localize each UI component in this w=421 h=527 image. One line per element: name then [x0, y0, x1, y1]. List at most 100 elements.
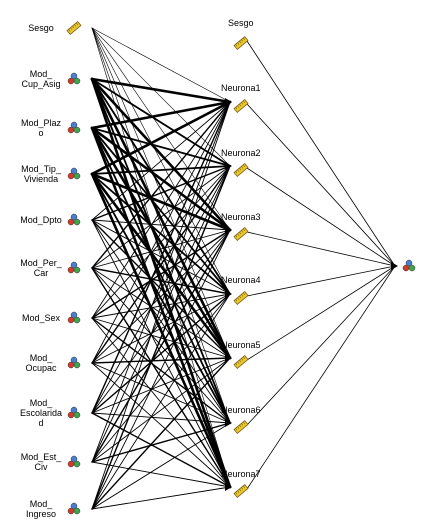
connection-edge	[91, 229, 231, 364]
node-label: Mod_Dpto	[20, 215, 62, 225]
ruler-icon	[233, 291, 249, 305]
node-label: Mod_Tip_ Vivienda	[21, 164, 61, 184]
arrowhead	[391, 262, 398, 270]
connection-edge	[91, 78, 231, 167]
connection-edge	[91, 173, 231, 295]
connection-edge	[90, 172, 232, 360]
connection-edge	[91, 27, 231, 167]
connection-edge	[246, 231, 396, 267]
connection-edge	[246, 103, 396, 267]
connection-edge	[91, 293, 231, 463]
connection-edge	[91, 165, 231, 269]
node-label: Neurona5	[221, 340, 261, 350]
connection-edge	[91, 357, 231, 414]
connection-edge	[246, 265, 396, 490]
ruler-icon	[66, 21, 82, 35]
connection-edge	[90, 100, 232, 176]
node-label: Mod_ Ingreso	[25, 499, 57, 519]
ruler-icon	[233, 36, 249, 50]
node-label: Sesgo	[28, 23, 54, 33]
arrowhead	[225, 162, 232, 170]
connection-edge	[91, 229, 231, 510]
molecule-icon	[67, 455, 81, 468]
arrowhead	[225, 354, 232, 362]
connection-edge	[91, 101, 231, 510]
ruler-icon	[233, 227, 249, 241]
node-label: Mod_ Ocupac	[25, 353, 57, 373]
connection-edge	[91, 173, 231, 424]
molecule-icon	[67, 356, 81, 369]
node-label: Neurona3	[221, 212, 261, 222]
connection-edge	[90, 77, 232, 104]
connection-edge	[91, 27, 231, 424]
connection-edge	[90, 77, 232, 232]
connection-edge	[91, 357, 231, 510]
connection-edge	[91, 165, 231, 463]
connection-edge	[91, 165, 231, 175]
molecule-icon	[67, 72, 81, 85]
molecule-icon	[402, 259, 416, 272]
connection-edge	[91, 165, 231, 510]
node-label: Neurona1	[221, 83, 261, 93]
connection-edge	[91, 78, 231, 295]
connection-edge	[90, 126, 232, 360]
node-label: Mod_ Cup_Asig	[21, 69, 61, 89]
arrowhead	[225, 290, 232, 298]
connection-edge	[91, 165, 231, 364]
ruler-icon	[233, 420, 249, 434]
node-label: Mod_ Escolarida d	[19, 398, 63, 428]
connection-edge	[91, 127, 231, 295]
node-label: Neurona2	[221, 148, 261, 158]
node-label: Mod_Sex	[21, 313, 61, 323]
connection-edge	[91, 165, 231, 414]
connection-edge	[91, 101, 231, 319]
molecule-icon	[67, 121, 81, 134]
ruler-icon	[233, 163, 249, 177]
connection-edge	[91, 165, 231, 221]
connection-edge	[91, 27, 231, 103]
node-label: Neurona6	[221, 405, 261, 415]
node-label: Neurona7	[221, 469, 261, 479]
connection-edge	[91, 412, 231, 424]
node-label: Sesgo	[228, 18, 254, 28]
molecule-icon	[67, 311, 81, 324]
connection-edge	[91, 101, 231, 269]
connection-edge	[91, 486, 231, 510]
connection-edge	[91, 101, 231, 364]
connection-edge	[91, 101, 231, 221]
connection-edge	[91, 78, 231, 424]
ruler-icon	[233, 355, 249, 369]
connection-edge	[91, 229, 231, 463]
connection-edge	[90, 100, 232, 130]
connection-edge	[91, 165, 231, 319]
connection-edge	[91, 293, 231, 414]
connection-edge	[91, 229, 231, 414]
connection-edge	[246, 40, 396, 267]
connection-edge	[91, 127, 231, 424]
molecule-icon	[67, 213, 81, 226]
connections	[90, 27, 396, 510]
connection-edge	[91, 27, 231, 231]
connection-edge	[90, 77, 232, 360]
node-label: Mod_Plaz o	[20, 118, 62, 138]
connection-edge	[91, 293, 231, 510]
connection-edge	[91, 422, 231, 463]
molecule-icon	[67, 261, 81, 274]
connection-edge	[91, 357, 231, 364]
connection-edge	[90, 126, 232, 232]
connection-edge	[91, 229, 231, 269]
connection-edge	[91, 362, 231, 424]
connection-edge	[246, 265, 396, 361]
arrowhead	[225, 483, 232, 491]
connection-edge	[91, 422, 231, 510]
connection-edge	[91, 293, 231, 364]
molecule-icon	[67, 406, 81, 419]
connection-edge	[90, 172, 232, 232]
connection-edge	[90, 172, 232, 489]
node-icons	[66, 21, 416, 515]
connection-edge	[91, 219, 231, 231]
connection-edge	[91, 317, 231, 488]
connection-edge	[91, 229, 231, 319]
node-label: Neurona4	[221, 275, 261, 285]
